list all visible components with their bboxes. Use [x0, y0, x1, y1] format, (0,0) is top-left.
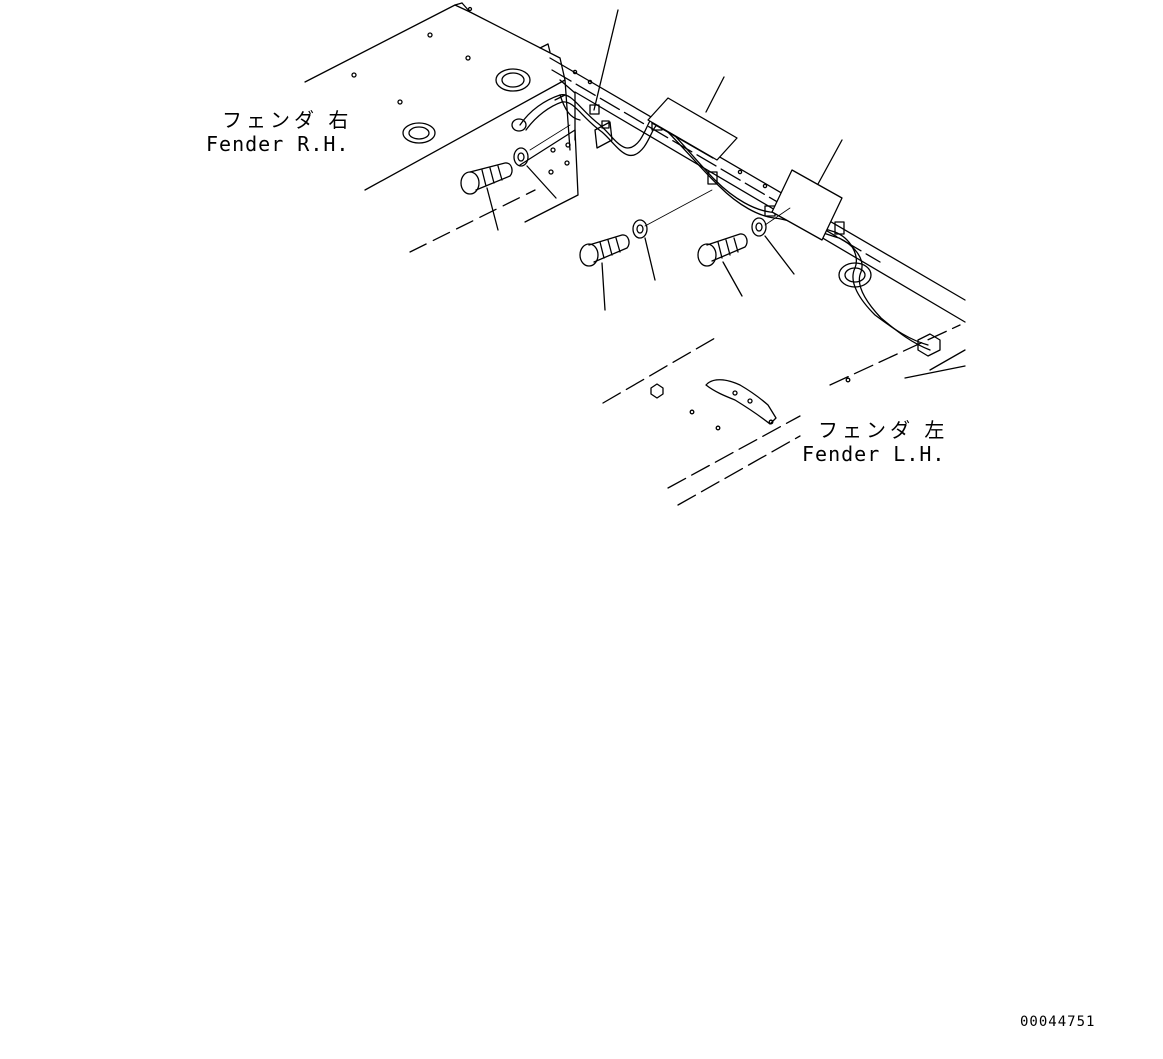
bolt-2	[580, 235, 629, 266]
fender-rh-panel	[305, 3, 578, 252]
washer-1	[514, 148, 528, 166]
wire-harness	[512, 95, 940, 356]
harness-tag-2	[772, 170, 842, 240]
fender-lh-label-en: Fender L.H.	[802, 442, 946, 466]
harness-tag-1	[648, 98, 737, 160]
bolt-1	[461, 163, 512, 194]
fender-lh-label-jp: フェンダ 左	[818, 418, 949, 442]
frame-member	[550, 58, 965, 378]
washer-3	[752, 218, 766, 236]
leader-lines	[487, 10, 842, 310]
bolt-3	[698, 234, 747, 266]
fender-rh-label-jp: フェンダ 右	[222, 108, 353, 132]
drawing-number: 00044751	[1020, 1014, 1096, 1030]
washer-2	[633, 220, 647, 238]
fender-lh-panel	[603, 325, 960, 505]
fender-rh-label-en: Fender R.H.	[206, 132, 350, 156]
